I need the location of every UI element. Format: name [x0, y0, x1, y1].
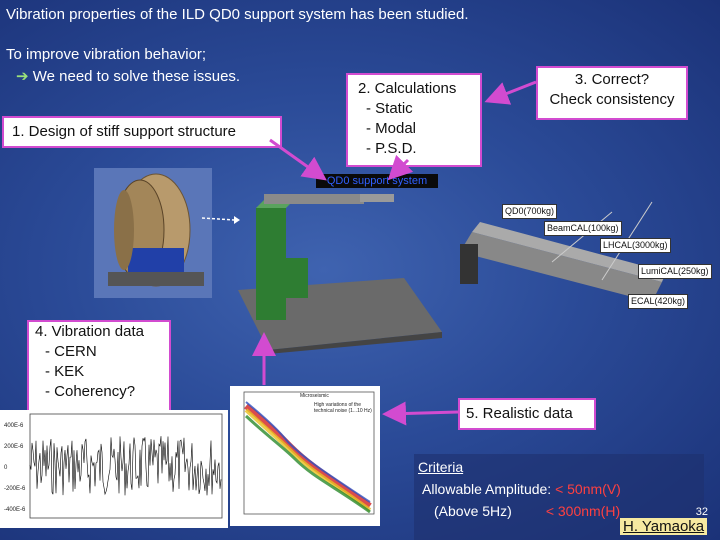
page-number: 32 [695, 506, 708, 518]
item4-line-cern: - CERN [45, 343, 97, 360]
item4-line-coherency: - Coherency? [45, 383, 136, 400]
support-system-image [238, 194, 442, 354]
slide-title: Vibration properties of the ILD QD0 supp… [6, 6, 469, 23]
item4-line-kek: - KEK [45, 363, 85, 380]
arrow-item5 [382, 401, 459, 426]
criteria-heading: Criteria [418, 459, 464, 475]
label-lumical: LumiCAL(250kg) [638, 264, 712, 279]
item2-line-modal: - Modal [366, 120, 417, 137]
criteria-above-label: (Above 5Hz) [434, 503, 512, 519]
intro-line2: We need to solve these issues. [32, 68, 241, 85]
item2-line-psd: - P.S.D. [366, 140, 417, 157]
item3-line2: Check consistency [549, 91, 675, 108]
item4-title: 4. Vibration data [35, 323, 144, 340]
author-name: H. Yamaoka [620, 518, 708, 535]
tick-1: 400E-6 [4, 423, 24, 429]
arrow-item1 [269, 138, 327, 181]
tick-4: -200E-6 [4, 486, 26, 492]
tick-5: -400E-6 [4, 507, 26, 513]
vibration-time-plot [0, 410, 228, 528]
label-ecal: ECAL(420kg) [628, 294, 689, 309]
connector-arrow-icon [201, 216, 240, 224]
tick-2: 200E-6 [4, 444, 24, 450]
item2-box: 2. Calculations - Static - Modal - P.S.D… [346, 73, 482, 167]
intro-line1: To improve vibration behavior; [6, 46, 207, 63]
item3-line1: 3. Correct? [574, 71, 650, 88]
item4-box: 4. Vibration data - CERN - KEK - Coheren… [27, 320, 171, 412]
arrow-right-icon: ➔ [16, 68, 29, 85]
psd-annotation-noise: High variations of the technical noise (… [314, 402, 372, 414]
time-plot-ticks: 400E-6 200E-6 0 -200E-6 -400E-6 [4, 416, 30, 521]
item2-title: 2. Calculations [358, 80, 457, 97]
qd0-magnet-image [460, 201, 666, 302]
intro-text: To improve vibration behavior; ➔ We need… [6, 44, 240, 88]
criteria-horizontal-value: < 300nm(H) [545, 503, 621, 519]
item1-box: 1. Design of stiff support structure [2, 116, 282, 148]
tick-3: 0 [4, 465, 8, 471]
label-lhcal: LHCAL(3000kg) [600, 238, 671, 253]
item2-line-static: - Static [366, 100, 413, 117]
item5-box: 5. Realistic data [458, 398, 596, 430]
label-beamcal: BeamCAL(100kg) [544, 221, 622, 236]
detector-model-image [94, 168, 212, 298]
psd-plot [230, 386, 380, 526]
arrow-item2 [387, 154, 414, 181]
arrow-item3 [484, 80, 537, 105]
criteria-vertical-value: < 50nm(V) [555, 481, 621, 497]
psd-annotation-microseismic: Microseismic [300, 393, 329, 399]
label-qd0: QD0(700kg) [502, 204, 558, 219]
item3-box: 3. Correct? Check consistency [536, 66, 688, 120]
criteria-amplitude-label: Allowable Amplitude: [422, 481, 556, 497]
